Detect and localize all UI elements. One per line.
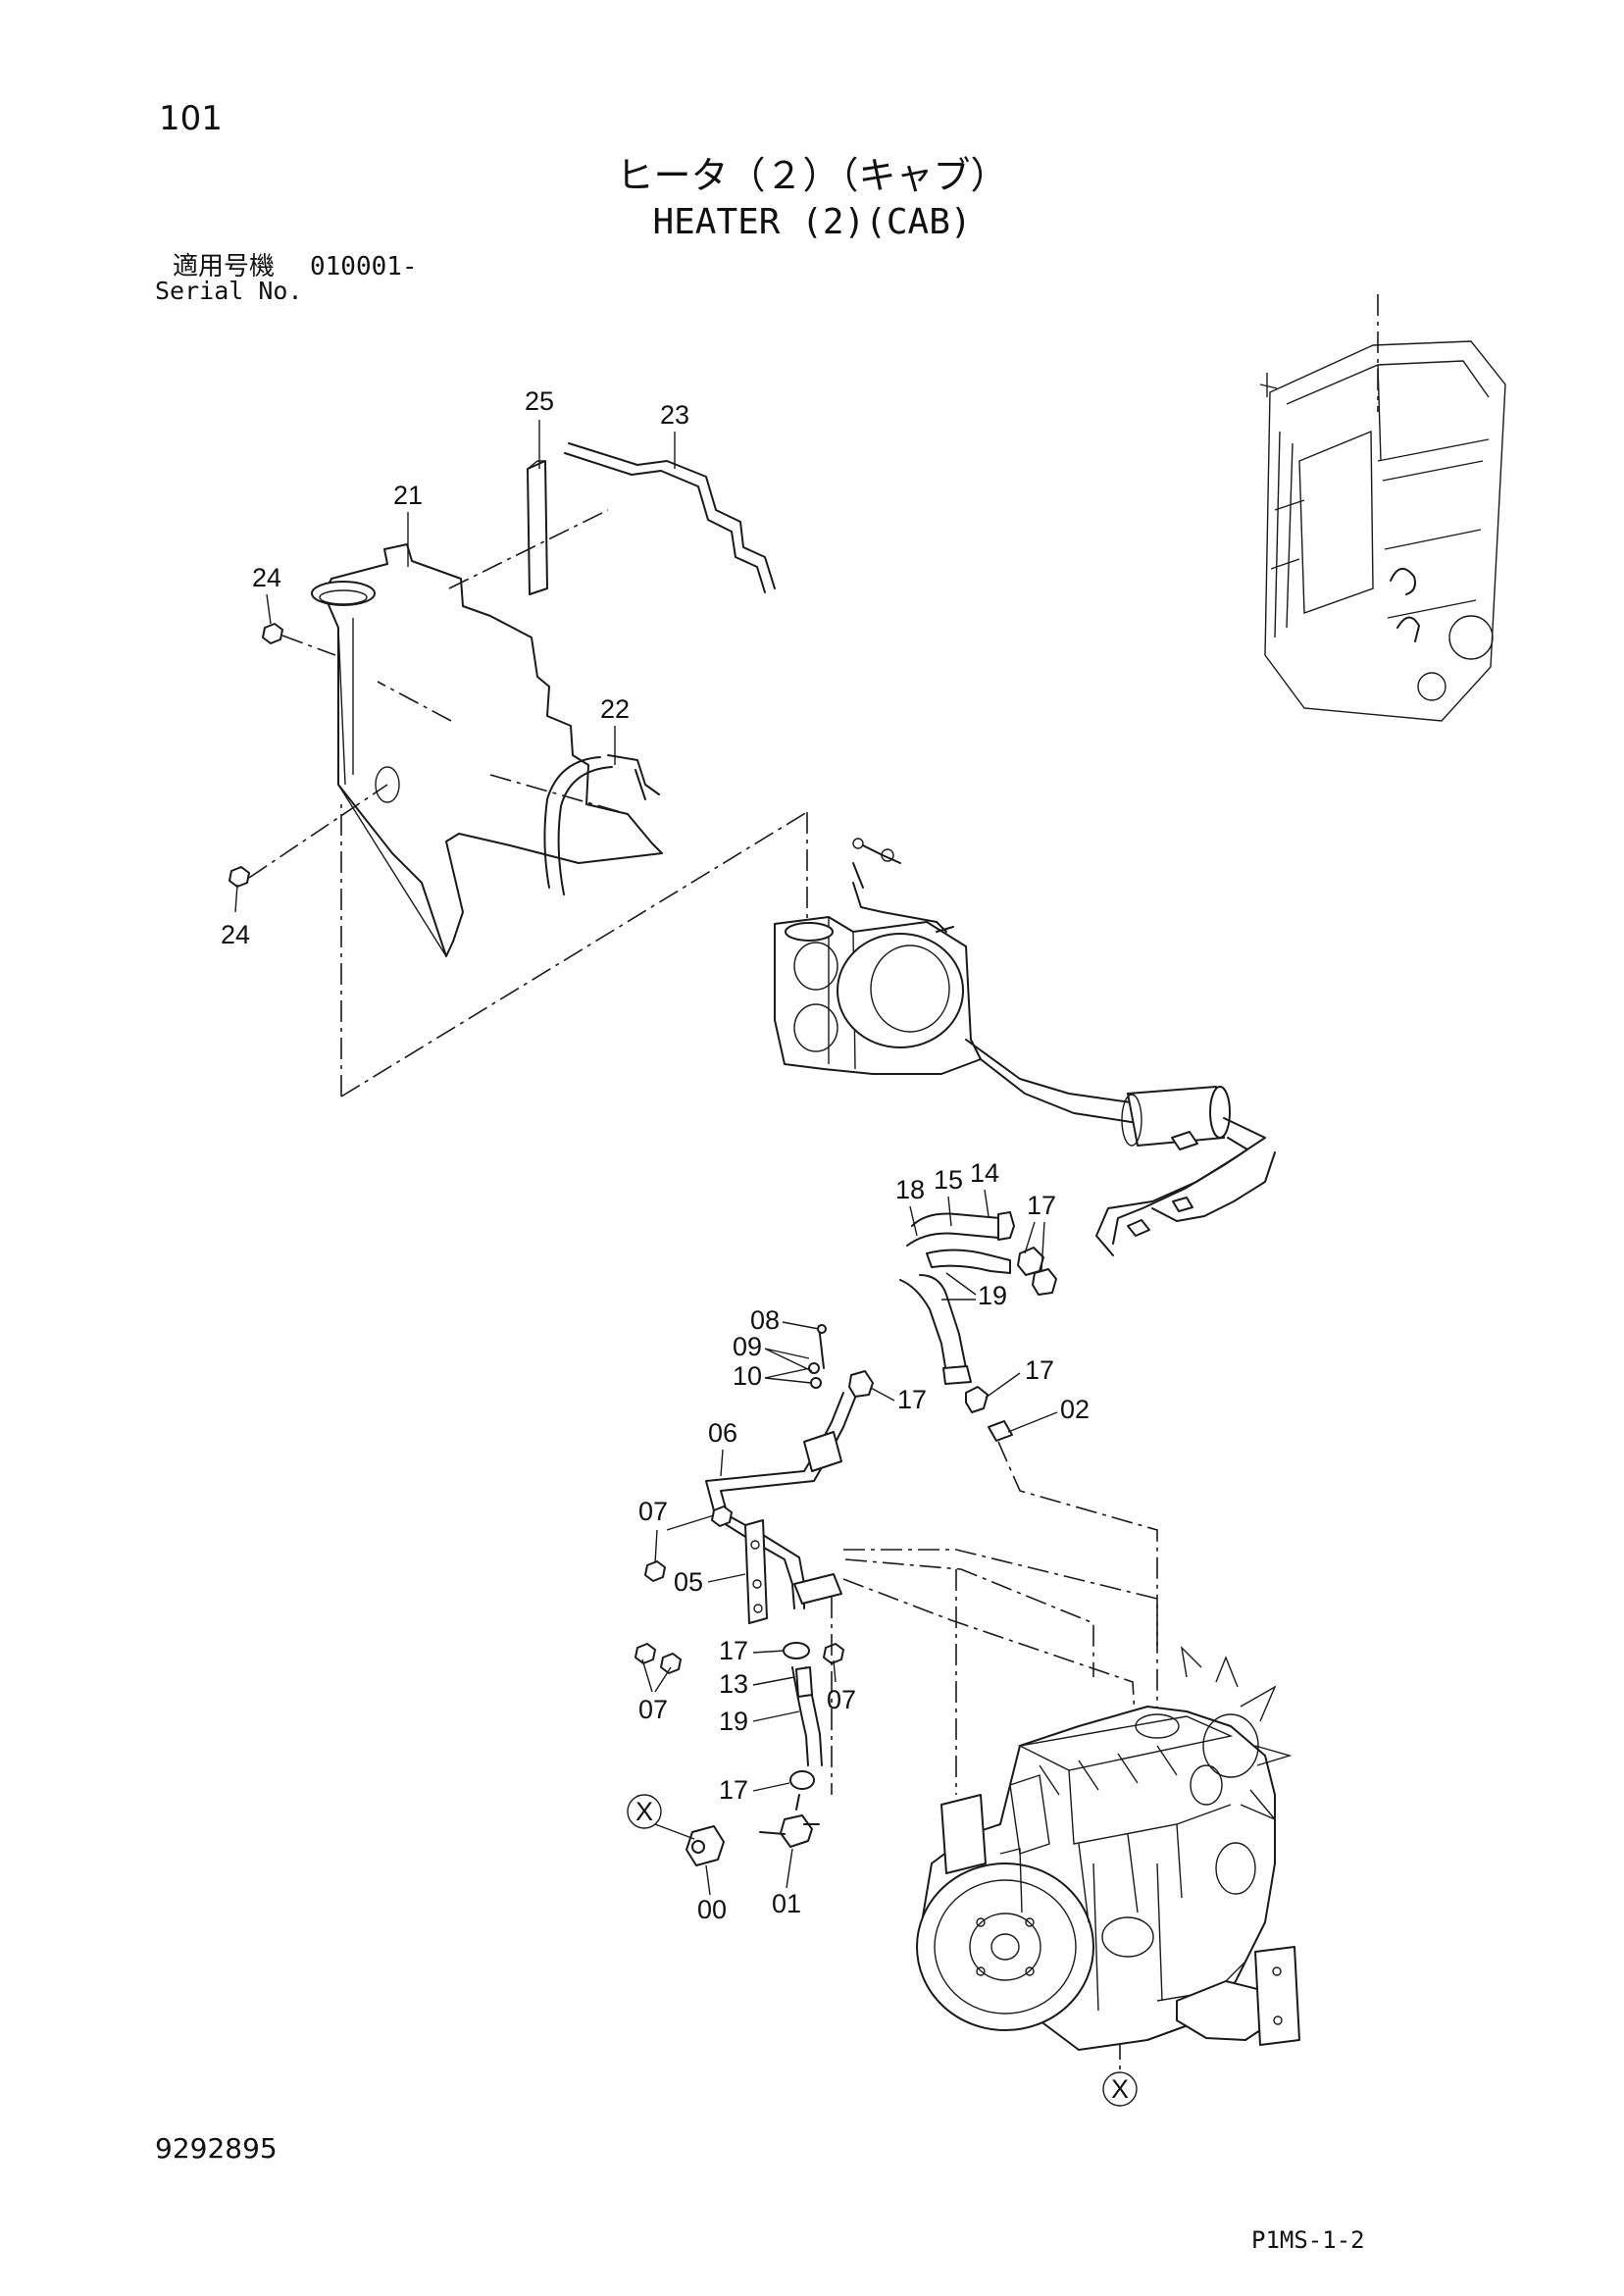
callout-01: 01 [772,1889,801,1918]
title-english: HEATER (2)(CAB) [652,202,971,242]
callout-07-lower-left: 07 [638,1695,668,1724]
callout-25: 25 [525,386,554,416]
reference-x-left: X [635,1797,653,1826]
heater-hose-assembly [634,1211,1158,2069]
callout-24-top: 24 [252,563,281,592]
callout-00: 00 [697,1895,727,1924]
callout-06: 06 [708,1418,737,1448]
drawing-number: 9292895 [155,2132,278,2165]
cab-index-thumbnail [1259,294,1506,722]
callout-17-bottom: 17 [719,1775,748,1805]
page-reference: P1MS-1-2 [1251,2226,1365,2254]
page-number: 101 [159,99,223,138]
title-japanese: ヒータ（２）（キャブ） [616,154,1007,197]
reference-x-circle-left [627,1794,662,1829]
callout-labels: 25 23 21 24 22 24 18 15 14 17 19 08 09 1… [221,386,1138,2107]
callout-22: 22 [600,694,630,724]
callout-15: 15 [934,1165,963,1195]
callout-21: 21 [393,481,423,510]
callout-07-upper: 07 [638,1497,668,1526]
callout-23: 23 [660,400,689,430]
callout-19-upper: 19 [978,1281,1007,1310]
reference-x-bottom: X [1111,2074,1129,2104]
callout-18: 18 [895,1175,925,1204]
callout-24-bottom: 24 [221,920,250,949]
callout-17-left: 17 [897,1385,927,1414]
callout-10: 10 [733,1361,762,1391]
callout-09: 09 [733,1332,762,1361]
callout-13: 13 [719,1669,748,1699]
callout-14: 14 [970,1158,999,1188]
heater-duct-group [228,442,808,1097]
callout-07-lower-right: 07 [827,1685,856,1714]
callout-08: 08 [750,1305,780,1335]
callout-17-upper: 17 [1027,1191,1056,1220]
callout-02: 02 [1060,1395,1090,1424]
callout-05: 05 [674,1567,703,1597]
serial-label-english: Serial No. [155,277,303,305]
heater-unit [774,838,1276,1256]
serial-value: 010001- [310,252,418,281]
callout-19-lower: 19 [719,1707,748,1736]
callout-17-right: 17 [1025,1355,1054,1385]
serial-label-japanese: 適用号機 [173,252,275,281]
callout-17-lower: 17 [719,1636,748,1665]
reference-x-circle-bottom [1102,2071,1138,2107]
engine-assembly [916,1645,1300,2051]
